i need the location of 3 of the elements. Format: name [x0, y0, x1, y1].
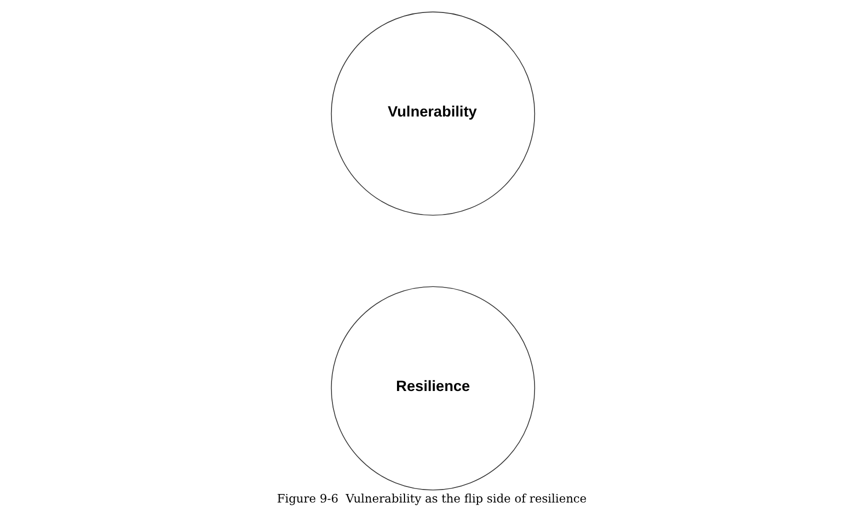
caption: Figure 9-6 Vulnerability as the flip side of resilience: [276, 492, 586, 506]
node-circle: Resilience: [330, 286, 535, 490]
node-circle: Vulnerability: [330, 12, 535, 216]
